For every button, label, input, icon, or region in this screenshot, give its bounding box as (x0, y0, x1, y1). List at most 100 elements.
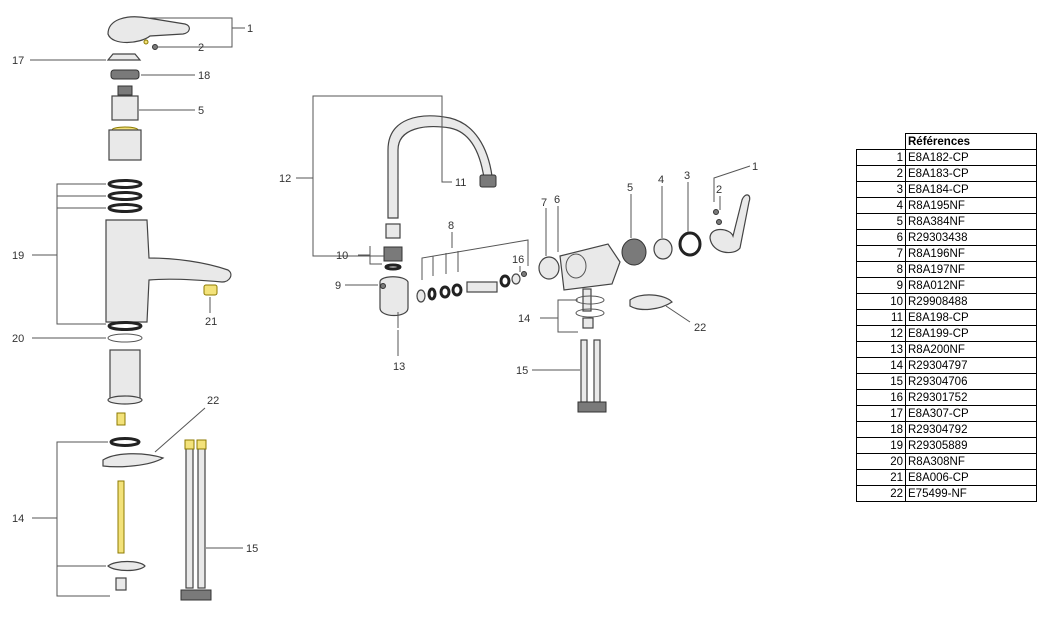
callout-number: 14 (518, 313, 530, 325)
reference-cell: E75499-NF (905, 485, 1037, 502)
part-number-cell: 19 (856, 437, 906, 454)
part-main-body (559, 243, 621, 291)
part-ring (653, 238, 673, 260)
reference-cell: R8A012NF (905, 277, 1037, 294)
part-aerator (203, 284, 218, 296)
callout-number: 18 (198, 70, 210, 82)
callout-number: 7 (541, 197, 547, 209)
reference-cell: R8A200NF (905, 341, 1037, 358)
part-number-cell: 15 (856, 373, 906, 390)
part-number-cell: 3 (856, 181, 906, 198)
part-cartridge-body (108, 129, 142, 161)
part-o-ring (107, 203, 143, 213)
part-tap-body (105, 219, 232, 323)
part-swivel-base (379, 276, 409, 317)
part-screw (713, 209, 719, 215)
part-body-port (565, 253, 587, 279)
reference-cell: E8A199-CP (905, 325, 1037, 342)
part-number-cell: 2 (856, 165, 906, 182)
part-body-stem (582, 288, 592, 312)
callout-number: 3 (684, 170, 690, 182)
part-hose-fitting (184, 439, 195, 450)
part-number-cell: 9 (856, 277, 906, 294)
part-cartridge (111, 95, 139, 121)
part-number-cell: 12 (856, 325, 906, 342)
part-screw (716, 219, 722, 225)
part-hose-fitting (196, 439, 207, 450)
part-number-cell: 7 (856, 245, 906, 262)
part-seal (511, 273, 521, 285)
part-nut (678, 231, 702, 257)
callouts-left: 1 2 17 18 5 19 21 20 22 14 15 (12, 23, 258, 555)
part-number-cell: 22 (856, 485, 906, 502)
callouts-right: 12 11 10 9 8 13 7 6 16 5 4 3 2 1 14 15 2… (279, 161, 758, 377)
callout-number: 15 (516, 365, 528, 377)
part-number-cell: 4 (856, 197, 906, 214)
reference-cell: R8A197NF (905, 261, 1037, 278)
callout-number: 8 (448, 220, 454, 232)
part-number-cell: 17 (856, 405, 906, 422)
part-base-plate (629, 294, 673, 311)
part-lever-handle (709, 194, 751, 254)
part-o-ring (384, 263, 402, 271)
reference-cell: R29304797 (905, 357, 1037, 374)
callout-number: 2 (198, 42, 204, 54)
part-seal (416, 289, 426, 303)
callout-number: 15 (246, 543, 258, 555)
part-tube (466, 281, 498, 293)
part-number-cell: 13 (856, 341, 906, 358)
callout-number: 17 (12, 55, 24, 67)
reference-cell: R8A384NF (905, 213, 1037, 230)
reference-cell: R29304706 (905, 373, 1037, 390)
part-number-cell: 5 (856, 213, 906, 230)
callout-number: 6 (554, 194, 560, 206)
table-header-blank (857, 134, 906, 150)
callout-number: 14 (12, 513, 24, 525)
part-number-cell: 21 (856, 469, 906, 486)
part-threaded-rod (117, 480, 125, 554)
part-fixing-nut (115, 577, 127, 591)
part-cartridge (621, 238, 647, 266)
callout-number: 1 (752, 161, 758, 173)
reference-cell: R29908488 (905, 293, 1037, 310)
part-seal (499, 274, 511, 288)
part-number-cell: 1 (856, 149, 906, 166)
part-nut (110, 69, 140, 80)
part-spout-tip (479, 174, 497, 188)
part-hose-nut (577, 401, 607, 413)
part-number-cell: 18 (856, 421, 906, 438)
part-washer (107, 333, 143, 343)
part-seal (451, 283, 463, 297)
part-number-cell: 11 (856, 309, 906, 326)
callout-number: 16 (512, 254, 524, 266)
part-swan-neck-spout (387, 115, 493, 219)
callout-number: 19 (12, 250, 24, 262)
part-seal (439, 285, 451, 299)
table-header-row: Références (857, 133, 1037, 150)
part-number-cell: 6 (856, 229, 906, 246)
reference-cell: R8A196NF (905, 245, 1037, 262)
part-base-plate (102, 453, 165, 468)
callout-number: 21 (205, 316, 217, 328)
part-seal (427, 287, 437, 301)
part-flex-hose (185, 447, 194, 589)
part-spout-connector (385, 223, 401, 239)
part-horseshoe-washer (107, 560, 146, 572)
part-sleeve (109, 349, 141, 401)
